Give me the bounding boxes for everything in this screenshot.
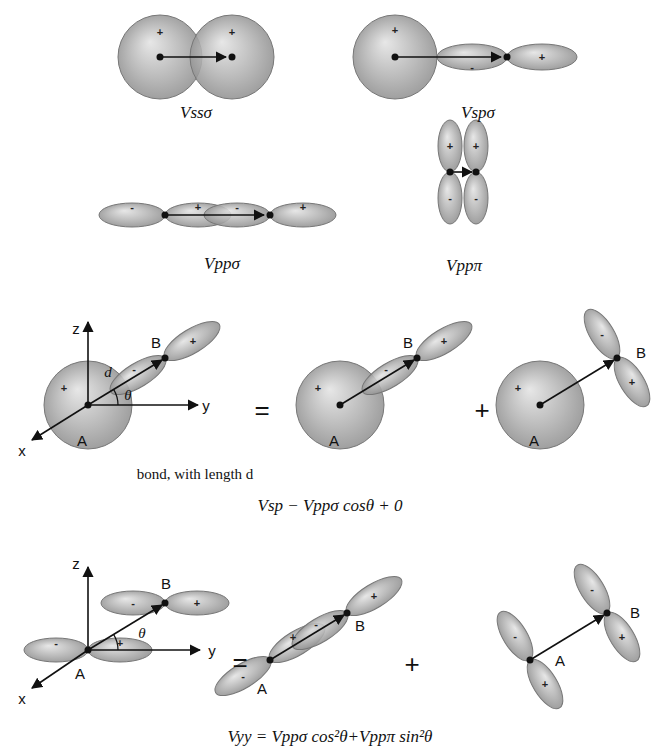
- atom-label: A: [555, 652, 565, 669]
- sign: -: [474, 192, 478, 204]
- sign: -: [54, 637, 58, 649]
- sign: +: [190, 335, 196, 347]
- length-label: d: [104, 364, 112, 381]
- sign: +: [315, 382, 321, 394]
- sign: +: [371, 590, 377, 602]
- integral-label: Vssσ: [180, 103, 212, 123]
- sign: -: [470, 61, 474, 73]
- sign: +: [619, 631, 625, 643]
- atom-label: B: [161, 575, 171, 592]
- sign: -: [241, 670, 245, 682]
- angle-label: θ: [138, 625, 145, 642]
- operator: +: [474, 395, 489, 426]
- operator: +: [404, 649, 419, 680]
- sign: +: [473, 140, 479, 152]
- angle-label: θ: [124, 387, 131, 404]
- sign: -: [131, 597, 135, 609]
- atom-label: B: [636, 344, 646, 361]
- sign: +: [392, 24, 398, 36]
- sign: +: [542, 678, 548, 690]
- integral-label: Vppπ: [446, 256, 482, 276]
- formula: Vyy = Vppσ cos²θ+Vppπ sin²θ: [228, 727, 433, 747]
- sign: +: [441, 335, 447, 347]
- operator: =: [254, 395, 269, 426]
- integral-label: Vspσ: [461, 103, 495, 123]
- atom-label: B: [355, 617, 365, 634]
- atom-label: A: [77, 432, 87, 449]
- sign: -: [513, 630, 517, 642]
- sign: +: [290, 631, 296, 643]
- sign: +: [157, 26, 163, 38]
- sign: +: [61, 382, 67, 394]
- sign: +: [629, 376, 635, 388]
- sign: +: [515, 382, 521, 394]
- atom-label: B: [151, 334, 161, 351]
- sign: +: [447, 140, 453, 152]
- sign: +: [539, 51, 545, 63]
- axis-label: x: [18, 690, 26, 707]
- sign: -: [132, 363, 136, 375]
- formula: Vsp − Vppσ cosθ + 0: [258, 496, 403, 516]
- axis-label: y: [202, 397, 210, 414]
- axis-label: z: [72, 320, 80, 337]
- operator: =: [232, 647, 247, 678]
- sign: -: [590, 583, 594, 595]
- sign: +: [229, 26, 235, 38]
- atom-label: A: [75, 665, 85, 682]
- sign: -: [130, 201, 134, 213]
- note: bond, with length d: [137, 466, 254, 483]
- sign: +: [194, 597, 200, 609]
- axis-label: x: [18, 442, 26, 459]
- sign: +: [195, 201, 201, 213]
- atom-label: B: [630, 604, 640, 621]
- atom-label: A: [257, 680, 267, 697]
- sign: -: [600, 328, 604, 340]
- sign: -: [448, 192, 452, 204]
- sign: -: [235, 201, 239, 213]
- atom-label: A: [529, 432, 539, 449]
- axis-label: z: [72, 555, 80, 572]
- sign: +: [117, 637, 123, 649]
- atom-label: B: [403, 334, 413, 351]
- atom-label: A: [329, 432, 339, 449]
- axis-label: y: [208, 642, 216, 659]
- sign: -: [384, 363, 388, 375]
- sign: -: [314, 618, 318, 630]
- integral-label: Vppσ: [204, 254, 240, 274]
- sign: +: [300, 201, 306, 213]
